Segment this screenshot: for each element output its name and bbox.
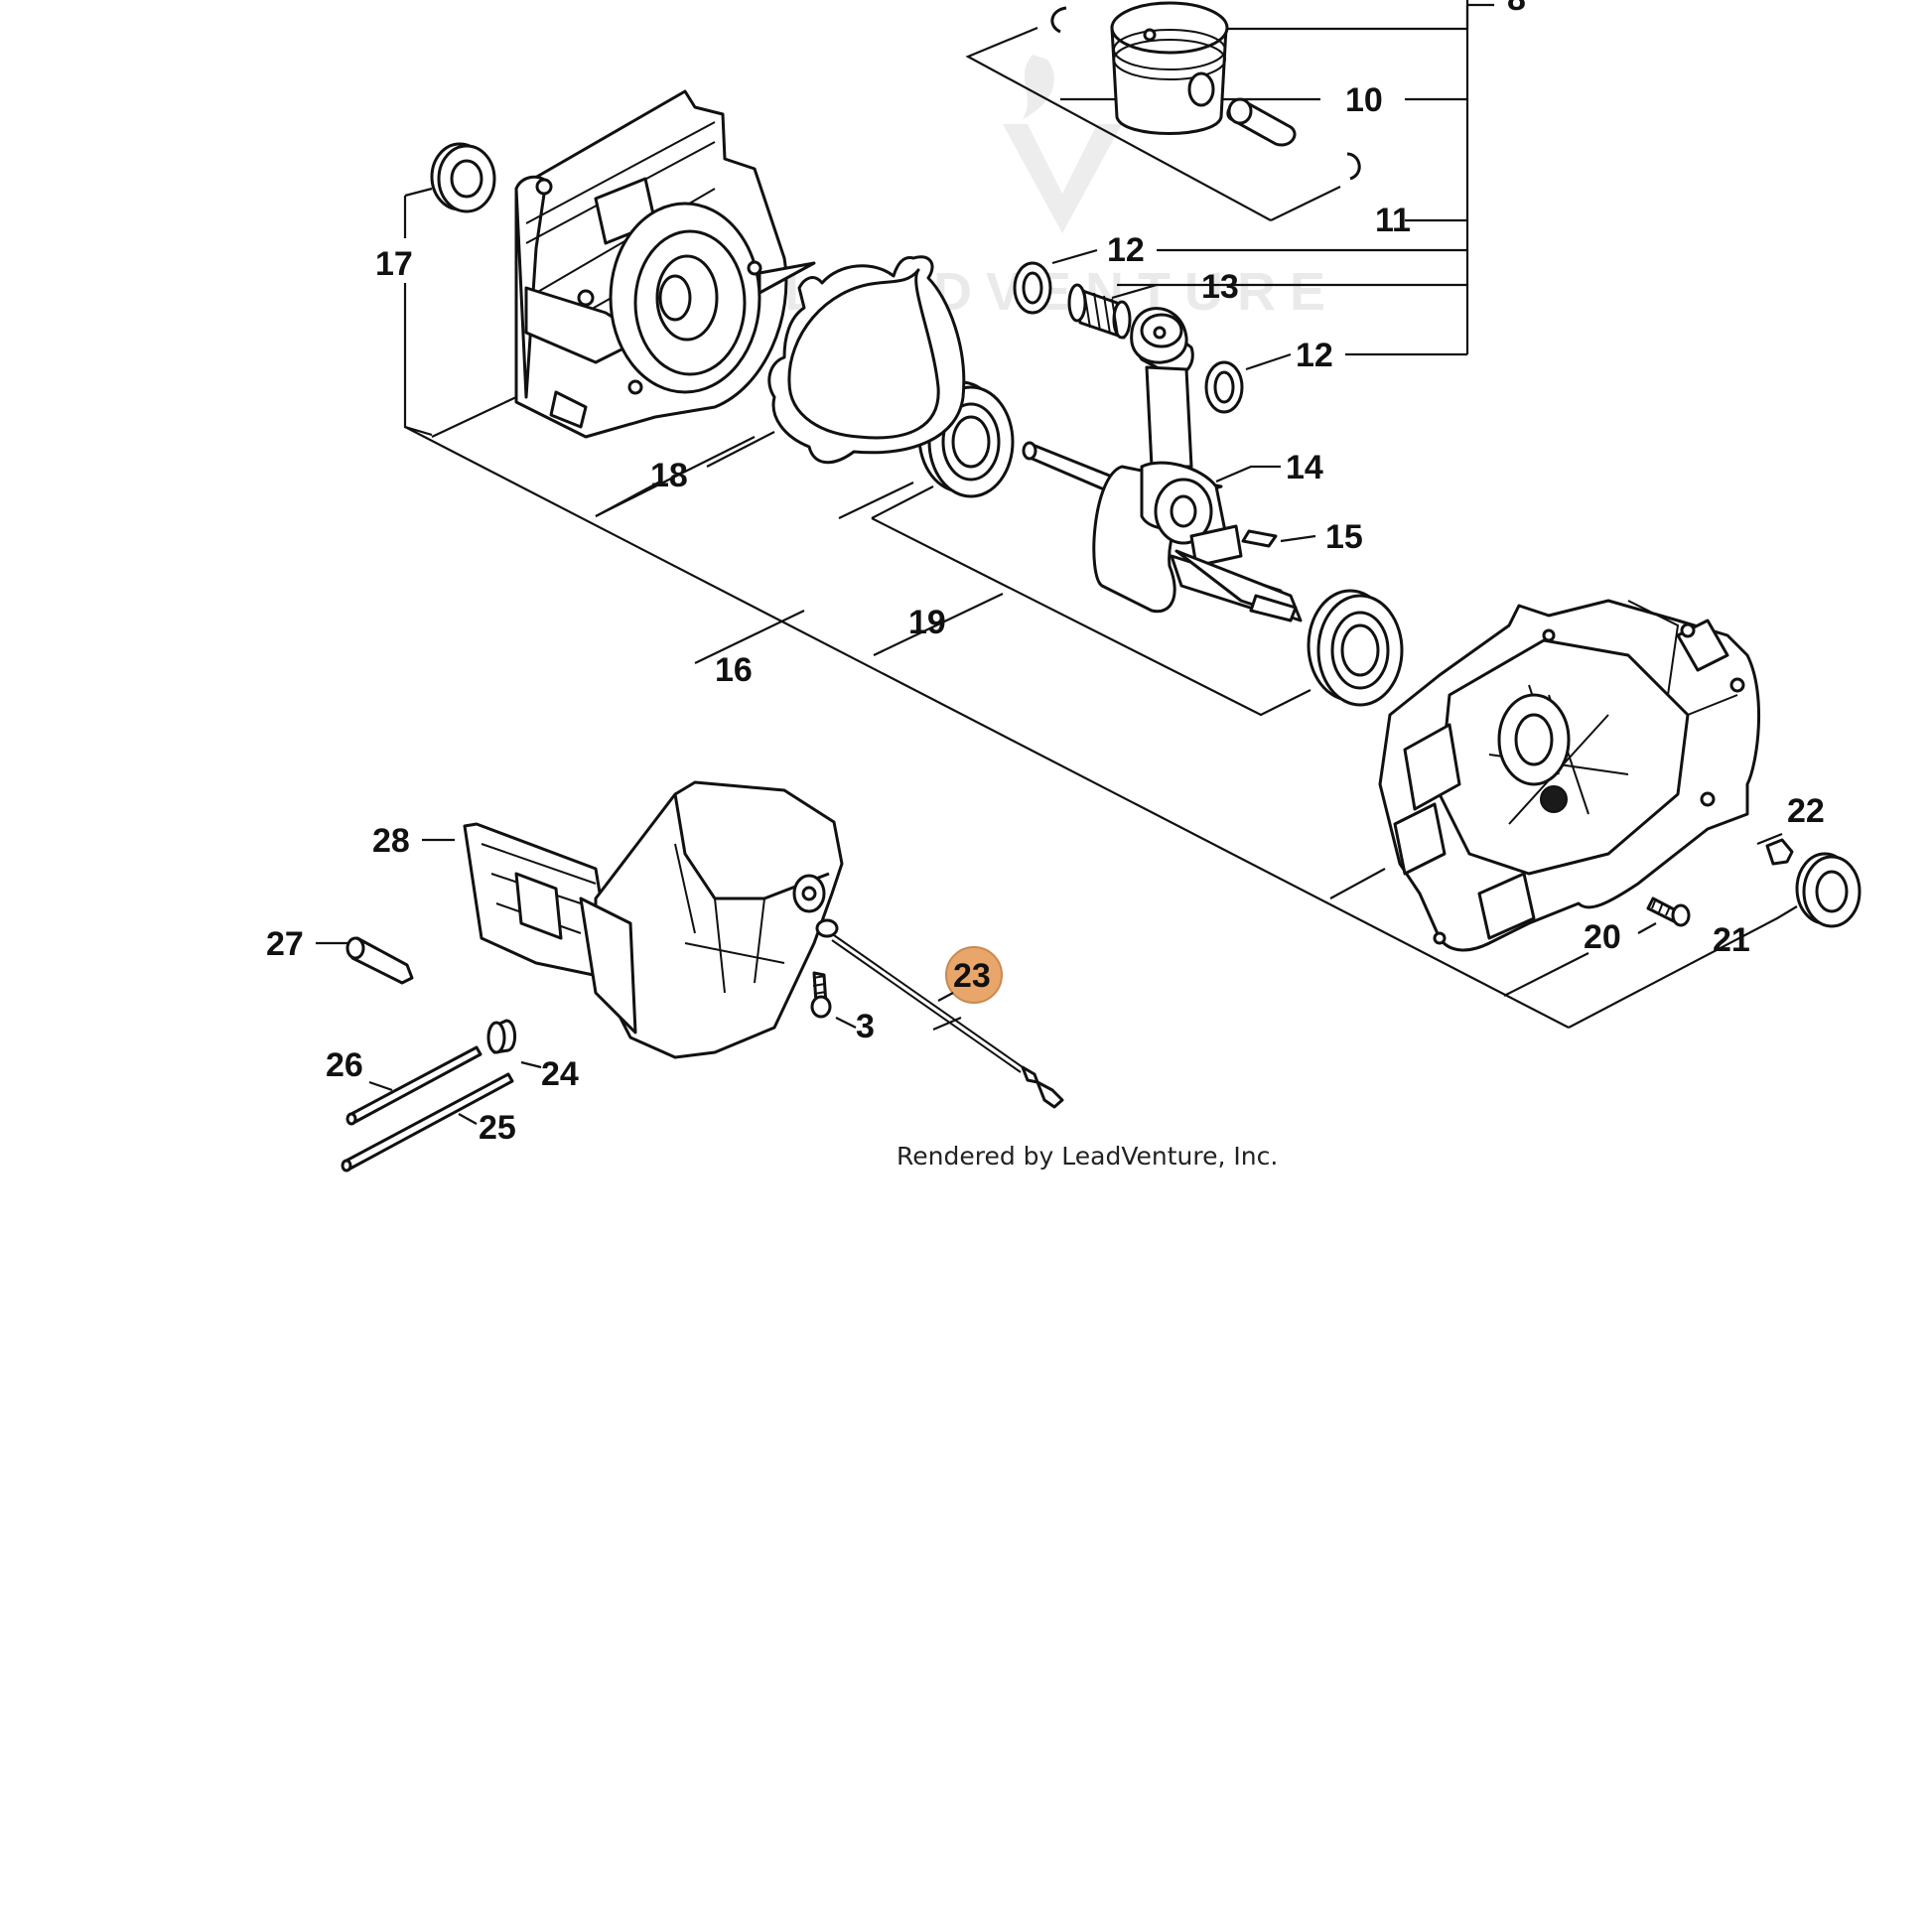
oil-seal-right — [1795, 852, 1862, 928]
circlip — [1346, 152, 1361, 181]
screw — [810, 971, 832, 1019]
needle-cage — [1067, 283, 1132, 340]
crankshaft — [1022, 307, 1303, 622]
grommet — [486, 1019, 516, 1054]
callout-24[interactable]: 24 — [541, 1055, 579, 1093]
callout-3[interactable]: 3 — [856, 1008, 875, 1045]
callout-12-upper[interactable]: 12 — [1107, 231, 1145, 269]
callout-16[interactable]: 16 — [715, 651, 753, 689]
rod-upper — [345, 1045, 483, 1126]
callout-20[interactable]: 20 — [1584, 918, 1621, 956]
callout-8[interactable]: 8 — [1507, 0, 1526, 18]
sleeve — [345, 936, 414, 985]
crankcase-half-left — [514, 89, 816, 439]
callout-15[interactable]: 15 — [1325, 518, 1363, 556]
callout-11[interactable]: 11 — [1375, 202, 1411, 239]
callout-28[interactable]: 28 — [372, 822, 410, 860]
circlip-top — [1050, 6, 1067, 34]
rod-lower — [341, 1072, 514, 1173]
callout-27[interactable]: 27 — [266, 925, 304, 963]
oil-seal-left — [430, 142, 496, 213]
ground-wire — [815, 918, 1064, 1109]
callout-13[interactable]: 13 — [1201, 268, 1239, 306]
watermark-logo — [1003, 55, 1122, 233]
render-credit: Rendered by LeadVenture, Inc. — [897, 1142, 1278, 1171]
callout-12-lower[interactable]: 12 — [1296, 337, 1333, 374]
callout-23[interactable]: 23 — [953, 957, 991, 995]
piston — [1110, 1, 1229, 135]
callout-14[interactable]: 14 — [1286, 449, 1323, 486]
crankcase-half-right — [1378, 599, 1761, 952]
woodruff-key — [1241, 529, 1278, 548]
screw-right — [1646, 897, 1691, 927]
tank-housing — [579, 780, 844, 1059]
callout-18[interactable]: 18 — [650, 457, 688, 494]
callout-labels: 8 10 11 12 13 12 17 14 15 18 19 16 22 28… — [266, 0, 1825, 1147]
callout-21[interactable]: 21 — [1713, 921, 1750, 959]
crankcase-gasket — [767, 255, 966, 465]
nut — [1765, 838, 1794, 866]
callout-25[interactable]: 25 — [479, 1109, 516, 1147]
piston-pin — [1226, 97, 1297, 147]
callout-19[interactable]: 19 — [908, 604, 946, 641]
ball-bearing-right — [1307, 589, 1404, 707]
callout-22[interactable]: 22 — [1787, 792, 1825, 830]
callout-10[interactable]: 10 — [1345, 81, 1383, 119]
thrust-washer-upper — [1013, 261, 1052, 315]
callout-26[interactable]: 26 — [326, 1046, 363, 1084]
thrust-washer-lower — [1204, 360, 1244, 414]
highlight-marker[interactable] — [945, 946, 1003, 1004]
callout-17[interactable]: 17 — [375, 245, 413, 283]
